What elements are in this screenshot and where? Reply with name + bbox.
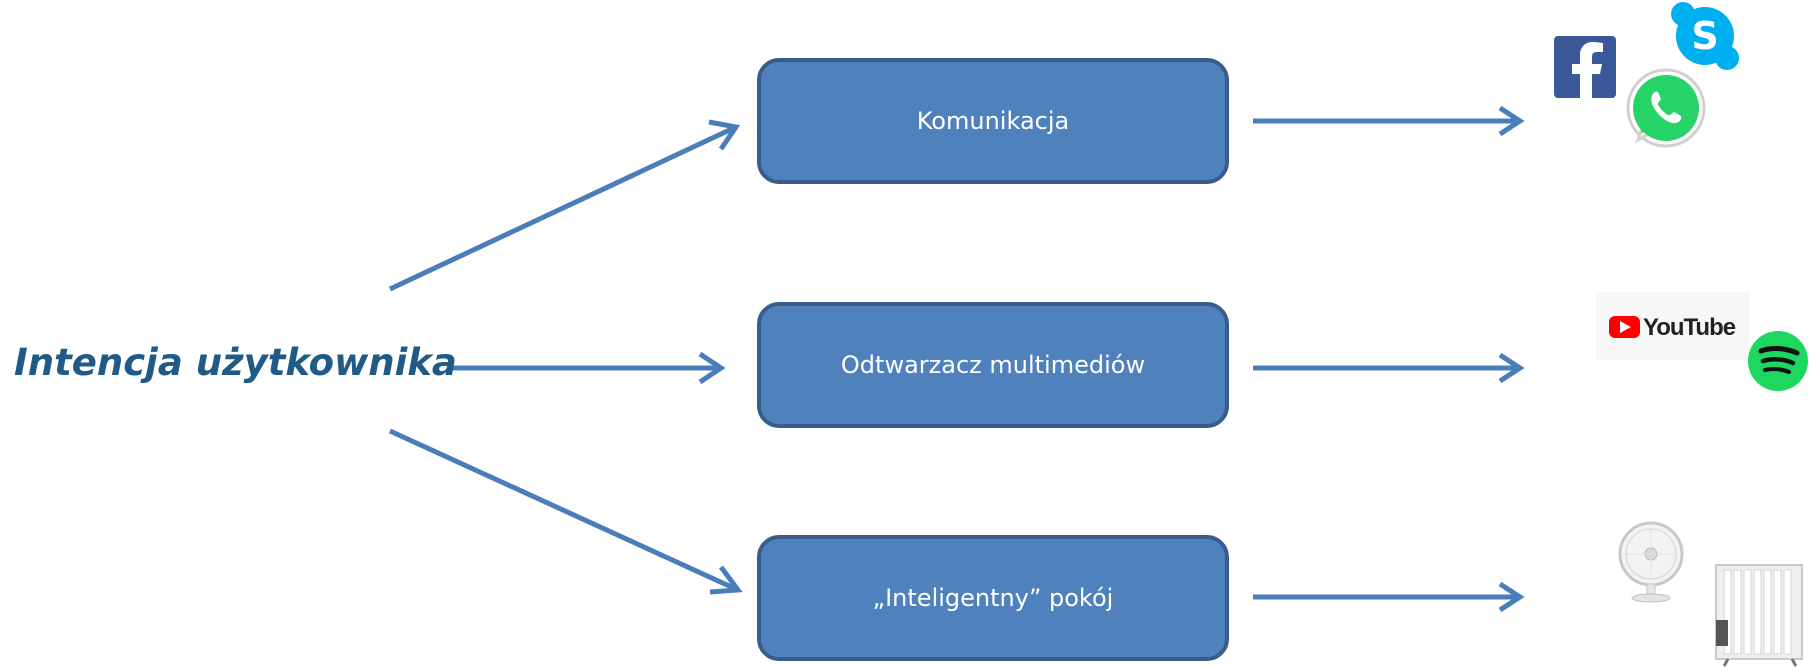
arrow-to-multimedia: [452, 351, 726, 385]
spotify-icon: [1748, 331, 1808, 391]
arrow-pokoj-to-icons: [1253, 581, 1525, 613]
arrow-to-komunikacja: [388, 119, 741, 292]
node-label: Komunikacja: [916, 107, 1070, 135]
source-label: Intencja użytkownika: [14, 341, 457, 384]
node-odtwarzacz-multimediow: Odtwarzacz multimediów: [757, 302, 1229, 428]
arrow-multimedia-to-icons: [1253, 352, 1525, 384]
whatsapp-icon: [1626, 68, 1706, 148]
facebook-icon: [1554, 36, 1616, 98]
arrow-komunikacja-to-icons: [1253, 105, 1525, 137]
desk-fan-icon: [1618, 521, 1684, 603]
oil-heater-icon: [1715, 564, 1803, 667]
node-komunikacja: Komunikacja: [757, 58, 1229, 184]
skype-icon: S: [1671, 2, 1739, 70]
arrow-to-inteligentny-pokoj: [388, 428, 743, 595]
youtube-wordmark: YouTube: [1643, 314, 1736, 341]
youtube-icon: YouTube: [1596, 292, 1750, 360]
node-label: Odtwarzacz multimediów: [840, 351, 1146, 379]
node-inteligentny-pokoj: „Inteligentny” pokój: [757, 535, 1229, 661]
svg-text:S: S: [1691, 14, 1718, 58]
node-label: „Inteligentny” pokój: [872, 584, 1114, 612]
